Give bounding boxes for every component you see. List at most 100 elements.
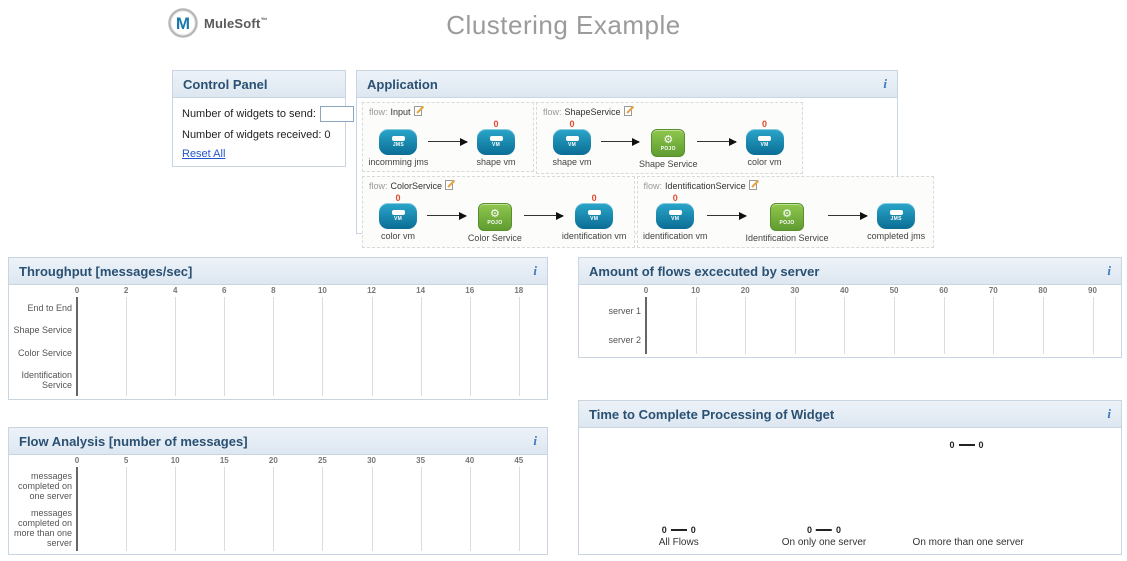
control-panel-title: Control Panel: [183, 76, 268, 92]
row-label: Color Service: [17, 347, 72, 358]
node-name: identification vm: [642, 231, 708, 241]
edit-icon[interactable]: [623, 105, 635, 118]
flows-by-server-title: Amount of flows excecuted by server: [589, 263, 820, 279]
grid-line: [322, 467, 324, 551]
node-counter: 0: [569, 119, 575, 129]
x-tick-label: 0: [643, 286, 649, 295]
info-icon[interactable]: i: [883, 76, 887, 91]
x-tick-label: 0: [74, 456, 80, 465]
endpoint-glyph-label: VM: [567, 142, 577, 148]
x-tick-label: 50: [889, 286, 899, 295]
page-header: M MuleSoft™ Clustering Example: [0, 0, 1127, 52]
grid-line: [993, 297, 995, 354]
x-tick-label: 20: [740, 286, 750, 295]
vm-endpoint-icon: VM: [477, 129, 516, 155]
flow-analysis-header: Flow Analysis [number of messages] i: [9, 428, 547, 455]
widgets-received-label: Number of widgets received:: [182, 129, 322, 141]
x-tick-label: 6: [222, 286, 227, 295]
row-label: server 1: [608, 306, 641, 317]
node-name: shape vm: [552, 157, 592, 167]
time-value-right: 0: [690, 525, 696, 535]
edit-icon[interactable]: [445, 179, 456, 192]
endpoint-glyph-label: VM: [393, 216, 403, 222]
edit-icon[interactable]: [413, 105, 425, 118]
endpoint-pill-glyph: [758, 136, 772, 141]
info-icon[interactable]: i: [533, 433, 537, 448]
gear-glyph: ⚙: [663, 133, 674, 146]
info-icon[interactable]: i: [1107, 406, 1111, 421]
x-tick-label: 45: [514, 456, 524, 465]
x-tick-label: 20: [268, 456, 278, 465]
x-tick-label: 10: [170, 456, 180, 465]
flow-arrow: [827, 211, 869, 220]
node-counter: 0: [672, 193, 678, 203]
time-to-complete-header: Time to Complete Processing of Widget i: [579, 401, 1121, 428]
grid-line: [943, 297, 945, 354]
pojo-service-icon: ⚙POJO: [770, 203, 805, 231]
flow-label: flow:ColorService: [369, 179, 626, 192]
x-tick-label: 8: [271, 286, 276, 295]
node-counter: 0: [762, 119, 768, 129]
time-value-left: 0: [661, 525, 667, 535]
node-name: color vm: [747, 157, 782, 167]
grid-line: [420, 297, 422, 396]
x-tick-label: 18: [514, 286, 524, 295]
throughput-title: Throughput [messages/sec]: [19, 263, 193, 279]
x-tick-label: 90: [1088, 286, 1097, 295]
mulesoft-logo-icon: M: [168, 8, 198, 38]
flow-name: ShapeService: [564, 106, 621, 117]
node-name: color vm: [380, 231, 415, 241]
time-value-left: 0: [949, 440, 955, 450]
grid-line: [224, 297, 226, 396]
info-icon[interactable]: i: [533, 263, 537, 278]
node-name: Identification Service: [745, 233, 829, 243]
time-value-right: 0: [978, 440, 984, 450]
endpoint-pill-glyph: [668, 210, 682, 215]
svg-text:M: M: [176, 14, 190, 33]
time-group-label: All Flows: [658, 537, 699, 548]
node-counter: 0: [395, 193, 401, 203]
x-tick-label: 16: [465, 286, 475, 295]
endpoint-pill-glyph: [489, 136, 503, 141]
flow-prefix: flow:: [369, 180, 388, 191]
pojo-glyph-label: POJO: [779, 219, 795, 226]
row-label: Shape Service: [13, 325, 72, 336]
flow-prefix: flow:: [643, 180, 663, 191]
grid-line: [745, 297, 747, 354]
endpoint-pill-glyph: [587, 210, 601, 215]
x-tick-label: 4: [172, 286, 178, 295]
time-dash: [670, 529, 687, 531]
endpoint-pill-glyph: [565, 136, 579, 141]
row-label: End to End: [27, 303, 72, 314]
gear-glyph: ⚙: [489, 207, 500, 220]
node-name: incomming jms: [368, 157, 429, 167]
time-group-label: On more than one server: [912, 537, 1024, 548]
flow-prefix: flow:: [369, 106, 388, 117]
widgets-to-send-input[interactable]: [319, 106, 354, 122]
y-axis-line: [76, 297, 78, 396]
node-name: shape vm: [476, 157, 516, 167]
info-icon[interactable]: i: [1107, 263, 1111, 278]
reset-all-link[interactable]: Reset All: [182, 148, 226, 160]
edit-icon[interactable]: [748, 179, 760, 192]
grid-line: [175, 467, 177, 551]
flow-arrow: [523, 211, 564, 220]
flow-arrow: [427, 137, 469, 146]
